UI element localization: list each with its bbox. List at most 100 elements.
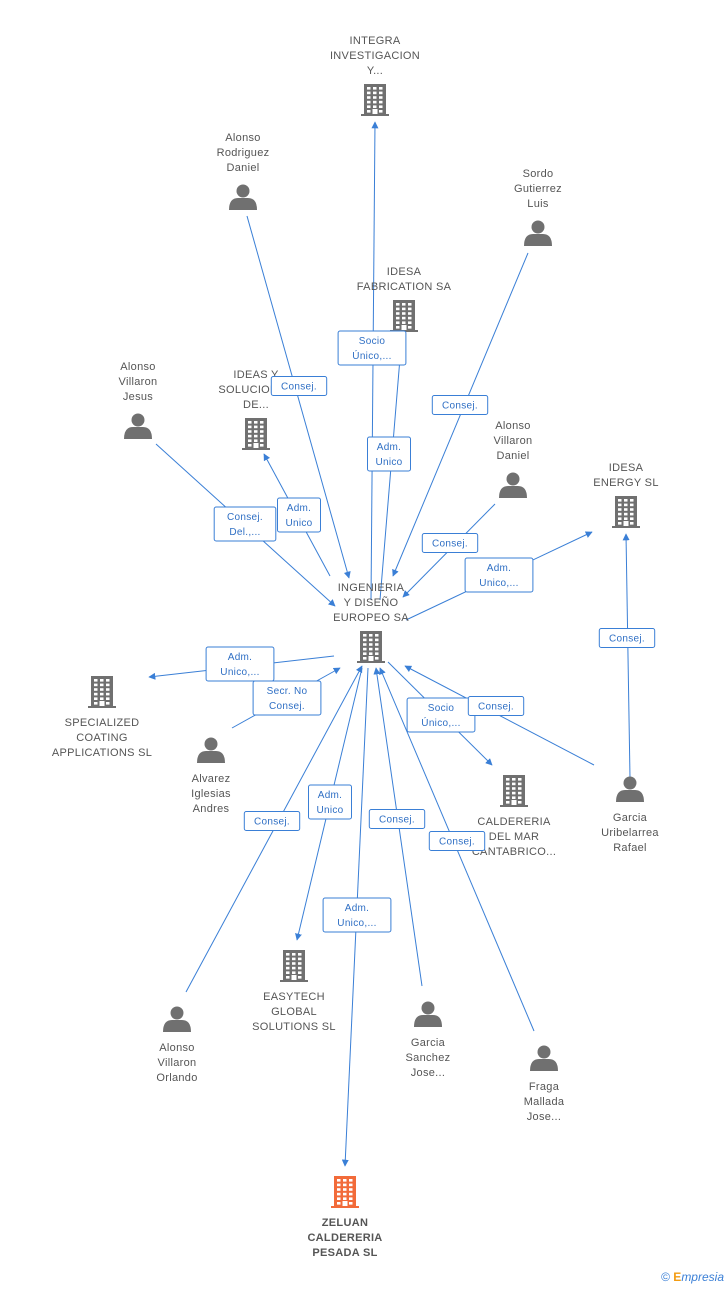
node-label-line: Daniel xyxy=(497,450,530,462)
node-label-line: Jose... xyxy=(527,1111,562,1123)
edge-label-box xyxy=(464,557,534,593)
edge-label-box xyxy=(598,628,656,648)
person-icon xyxy=(163,1006,191,1032)
node-integra[interactable]: INTEGRAINVESTIGACIONY... xyxy=(330,35,420,116)
node-label-line: Mallada xyxy=(524,1096,565,1108)
node-label-line: CANTABRICO... xyxy=(472,846,556,858)
node-fraga[interactable]: FragaMalladaJose... xyxy=(524,1045,565,1124)
node-garcia_sanchez[interactable]: GarciaSanchezJose... xyxy=(406,1001,451,1080)
edge-label-text: Consej. xyxy=(281,382,317,393)
node-idesa_energy[interactable]: IDESA ENERGY SL xyxy=(593,462,658,528)
edge-label-box xyxy=(270,376,328,396)
node-label-line: Alonso xyxy=(120,361,155,373)
node-label-line: EUROPEO SA xyxy=(333,612,409,624)
edge-label-text: Adm. xyxy=(487,563,512,574)
edge-label-center-to-zeluan[interactable]: Adm.Unico,... xyxy=(322,897,392,933)
building-icon xyxy=(331,1176,359,1208)
edge-label-alonso_villaron_jesus-to-center[interactable]: Consej. Del.,... xyxy=(213,506,277,542)
edge-label-garcia_uribe-to-center[interactable]: Consej. xyxy=(467,696,525,716)
edges-layer xyxy=(148,121,631,1167)
edge-label-alonso_rodriguez-to-center[interactable]: Consej. xyxy=(270,376,328,396)
edge-label-text: Consej. xyxy=(379,815,415,826)
edge-label-text: Del.,... xyxy=(229,527,260,538)
edge-label-alvarez-to-center[interactable]: Secr. No Consej. xyxy=(252,680,322,716)
edge-label-box xyxy=(431,395,489,415)
edge-label-box xyxy=(337,330,407,366)
edge-label-center-to-ideas[interactable]: Adm.Unico xyxy=(277,497,321,533)
edge-label-center-to-idesa_fab[interactable]: Adm.Unico xyxy=(367,436,411,472)
edge-label-garcia_uribe-to-idesa_energy[interactable]: Consej. xyxy=(598,628,656,648)
node-label-line: Villaron xyxy=(119,376,158,388)
edge-label-alonso_villaron_daniel-to-center[interactable]: Consej. xyxy=(421,533,479,553)
node-label-line: Andres xyxy=(193,803,230,815)
edge-label-box xyxy=(308,784,352,820)
edge-label-text: Consej. xyxy=(269,701,305,712)
edge-label-center-to-integra[interactable]: SocioÚnico,... xyxy=(337,330,407,366)
edge-label-box xyxy=(213,506,277,542)
edge-label-box xyxy=(367,436,411,472)
building-icon xyxy=(88,676,116,708)
edge-label-center-to-idesa_energy[interactable]: Adm. Unico,... xyxy=(464,557,534,593)
edge-label-center-to-specialized[interactable]: Adm.Unico,... xyxy=(205,646,275,682)
building-icon xyxy=(357,631,385,663)
building-icon xyxy=(242,418,270,450)
edge-label-box xyxy=(467,696,525,716)
empresia-watermark[interactable]: © Empresia xyxy=(661,1270,724,1284)
node-label-line: Alonso xyxy=(495,420,530,432)
edge-label-text: Secr. No xyxy=(267,686,308,697)
edge-label-alonso_villaron_orlando-to-center[interactable]: Consej. xyxy=(243,811,301,831)
edge-label-text: Unico,... xyxy=(479,578,518,589)
node-label-line: Y DISEÑO xyxy=(344,596,399,609)
edge-label-text: Adm. xyxy=(377,442,402,453)
edge-label-center-to-easytech[interactable]: Adm.Unico xyxy=(308,784,352,820)
edge-label-text: Consej. xyxy=(227,512,263,523)
edge-label-box xyxy=(205,646,275,682)
edge-label-text: Adm. xyxy=(228,652,253,663)
edge-label-box xyxy=(252,680,322,716)
building-icon xyxy=(612,496,640,528)
brand-initial: E xyxy=(673,1270,682,1284)
person-icon xyxy=(524,220,552,246)
node-label-line: Jose... xyxy=(411,1067,446,1079)
edge-label-text: Consej. xyxy=(478,702,514,713)
edge-label-box xyxy=(322,897,392,933)
edge-label-text: Adm. xyxy=(318,790,343,801)
edge-label-center-to-caldereria_mar[interactable]: SocioÚnico,... xyxy=(406,697,476,733)
edge-label-text: Consej. xyxy=(254,817,290,828)
edge-label-sordo-to-center[interactable]: Consej. xyxy=(431,395,489,415)
building-icon xyxy=(390,300,418,332)
node-label-line: APPLICATIONS SL xyxy=(52,747,152,759)
edge-label-garcia_sanchez-to-center[interactable]: Consej. xyxy=(368,809,426,829)
edge-label-box xyxy=(421,533,479,553)
edge-label-text: Unico xyxy=(285,518,312,529)
node-label-line: Villaron xyxy=(494,435,533,447)
node-label-line: Gutierrez xyxy=(514,183,562,195)
node-label-line: Alvarez xyxy=(192,773,231,785)
node-label-line: Villaron xyxy=(158,1057,197,1069)
node-label-line: DEL MAR xyxy=(489,831,540,843)
brand-name: mpresia xyxy=(681,1270,724,1284)
edge-label-text: Consej. xyxy=(432,539,468,550)
node-label-line: Orlando xyxy=(156,1072,197,1084)
node-label-line: Iglesias xyxy=(191,788,231,800)
building-icon xyxy=(500,775,528,807)
node-label-line: ZELUAN xyxy=(322,1217,368,1229)
node-label-line: IDESA xyxy=(609,462,644,474)
edge-label-box xyxy=(243,811,301,831)
node-label-line: ENERGY SL xyxy=(593,477,658,489)
edge-label-fraga-to-center[interactable]: Consej. xyxy=(428,831,486,851)
edge-label-text: Socio xyxy=(359,336,386,347)
